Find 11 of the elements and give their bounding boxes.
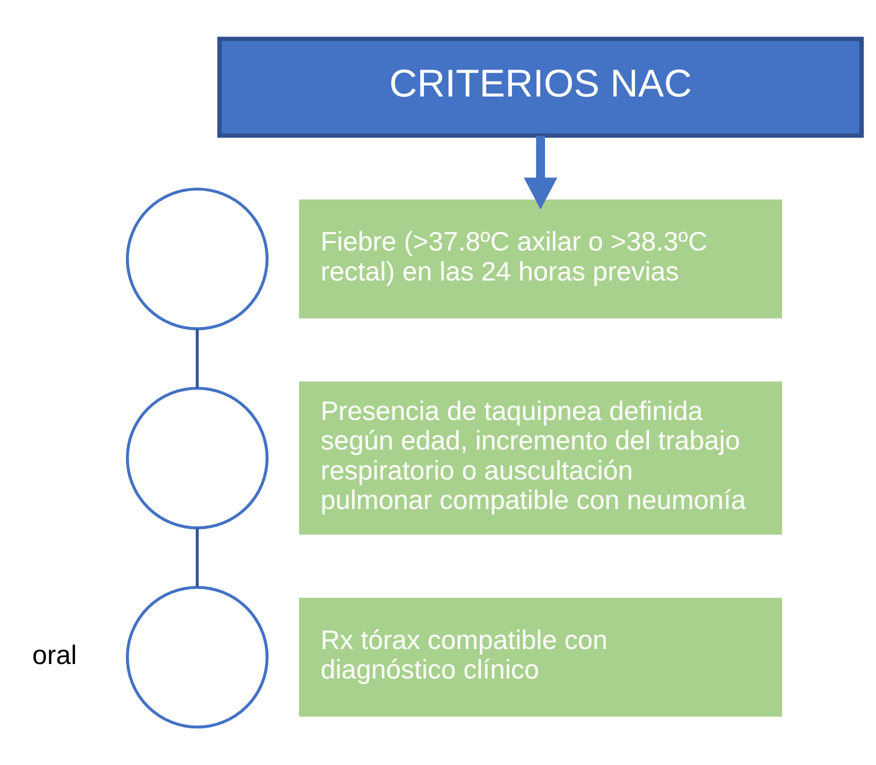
connector	[196, 328, 199, 388]
node-box: Presencia de taquipnea definida según edad, incremento del trabajo respiratorio o auscultación pulmonar compatible con neumonía	[299, 381, 782, 534]
node-circle	[126, 585, 269, 728]
label: oral	[32, 639, 77, 670]
node-box: Rx tórax compatible con diagnóstico clínico	[299, 597, 782, 716]
connector	[196, 528, 199, 586]
node-circle	[126, 386, 269, 529]
node-box: CRITERIOS NAC	[217, 36, 864, 138]
node-circle	[126, 187, 269, 330]
arrow	[524, 135, 558, 209]
node-box: Fiebre (>37.8ºC axilar o >38.3ºC rectal) en las 24 horas previas	[299, 198, 782, 318]
